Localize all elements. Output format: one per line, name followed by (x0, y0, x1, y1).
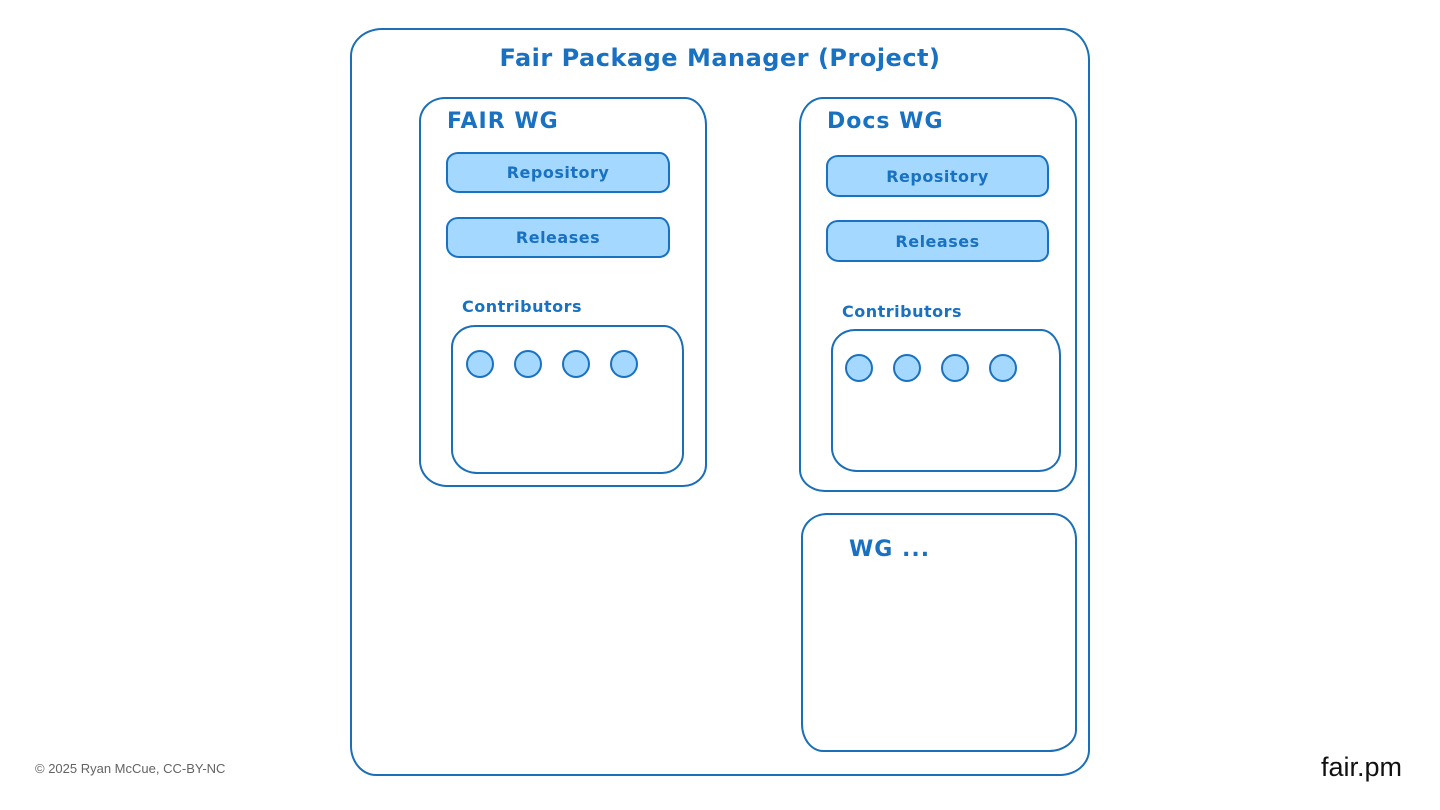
fair-wg-releases-box: Releases (446, 217, 670, 258)
contributor-avatar (466, 350, 494, 378)
fair-wg-contributors-box (451, 325, 684, 474)
fair-wg-contributors-label: Contributors (462, 297, 583, 316)
fair-wg-repository-box: Repository (446, 152, 670, 193)
site-label: fair.pm (1320, 752, 1402, 782)
docs-wg-card: Docs WG Repository Releases Contributors (799, 97, 1077, 492)
fair-wg-title: FAIR WG (447, 109, 559, 134)
docs-wg-contributors-label: Contributors (842, 302, 963, 321)
fair-wg-card: FAIR WG Repository Releases Contributors (419, 97, 707, 487)
docs-wg-title: Docs WG (827, 109, 944, 134)
contributor-avatar (562, 350, 590, 378)
contributor-avatar (941, 354, 969, 382)
docs-wg-contributors-box (831, 329, 1061, 472)
docs-wg-releases-box: Releases (826, 220, 1049, 262)
copyright-text: © 2025 Ryan McCue, CC-BY-NC (35, 761, 226, 776)
contributor-avatar (893, 354, 921, 382)
contributor-avatar (989, 354, 1017, 382)
contributor-avatar (514, 350, 542, 378)
project-container: Fair Package Manager (Project) FAIR WG R… (350, 28, 1090, 776)
project-title: Fair Package Manager (Project) (499, 44, 941, 72)
wg-more-card: WG ... (801, 513, 1077, 752)
contributor-avatar (610, 350, 638, 378)
docs-wg-repository-box: Repository (826, 155, 1049, 197)
contributor-avatar (845, 354, 873, 382)
wg-more-title: WG ... (849, 537, 931, 562)
